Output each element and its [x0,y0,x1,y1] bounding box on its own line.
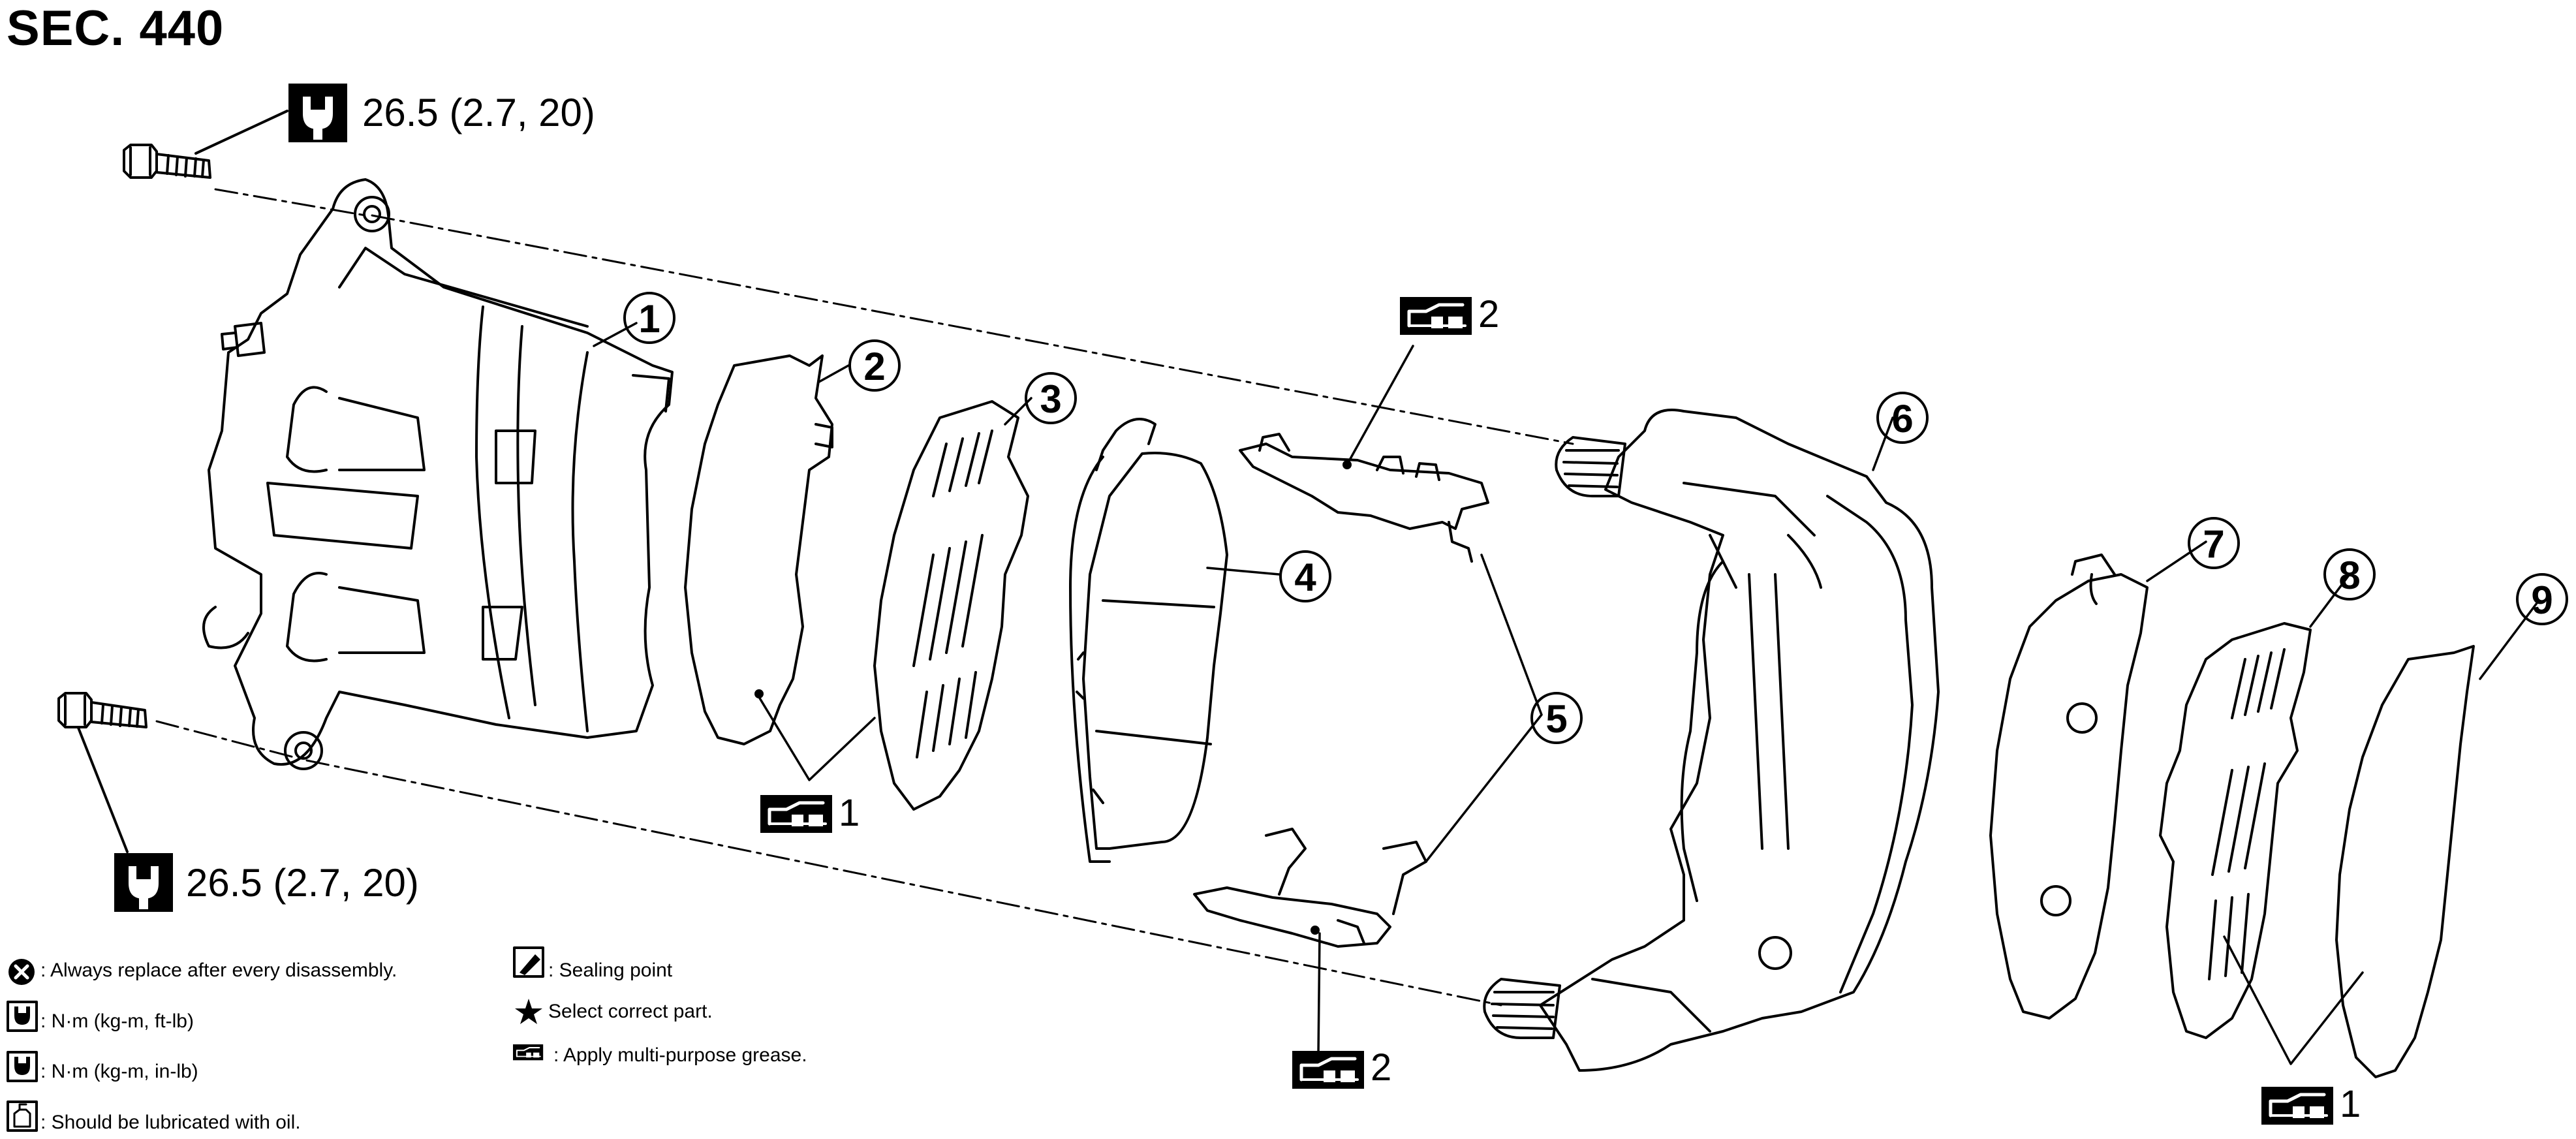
svg-text:7: 7 [2203,522,2224,566]
caliper-bolt-lower [57,692,147,728]
outer-shim-cover [873,400,1029,811]
svg-text:4: 4 [1294,555,1316,599]
oil-can-icon [7,1100,38,1132]
legend-nm-inlb-text: : N·m (kg-m, in-lb) [40,1061,198,1082]
inner-brake-pad [1069,418,1228,863]
grease-ref-number: 2 [1371,1046,1392,1089]
legend-nm-ftlb-text: : N·m (kg-m, ft-lb) [40,1010,194,1032]
callout-circle-7: 7 [2188,517,2240,569]
torque-wrench-icon [113,852,174,913]
legend-grease-text: : Apply multi-purpose grease. [553,1044,807,1066]
svg-text:3: 3 [1040,377,1061,421]
callout-circle-2: 2 [848,339,901,392]
grease-leader-lines [756,345,2364,1065]
grease-ref-number: 1 [2340,1083,2361,1125]
multi-purpose-grease-icon [1292,1051,1364,1089]
multi-purpose-grease-icon [2261,1087,2333,1125]
callout-leader-lines [593,322,2540,863]
callout-circle-8: 8 [2323,548,2376,601]
multi-purpose-grease-icon [512,1043,544,1061]
inner-shim [1989,554,2149,1020]
torque-leader-lower [77,726,129,853]
grease-ref-number: 1 [839,792,860,834]
legend-sealing-text: : Sealing point [548,960,673,981]
dashed-assembly-lines [155,188,1574,1006]
section-title: SEC. 440 [7,1,225,56]
inner-shim-cover [2159,622,2312,1039]
callout-circle-1: 1 [623,292,675,344]
svg-text:9: 9 [2531,578,2553,622]
torque-wrench-icon [7,1001,38,1032]
legend-replace-text: : Always replace after every disassembly… [40,960,397,981]
pad-retainer-upper [1239,433,1489,563]
replace-x-icon [8,959,35,985]
svg-text:5: 5 [1545,697,1567,741]
caliper-body [202,178,674,770]
torque-leader-upper [194,110,288,155]
caliper-bolt-upper [123,144,211,179]
grease-ref-number: 2 [1478,293,1500,335]
inner-shim-outer [2335,645,2475,1078]
multi-purpose-grease-icon [1400,297,1472,335]
svg-text:8: 8 [2338,554,2360,597]
svg-text:1: 1 [638,297,660,341]
svg-text:6: 6 [1891,397,1913,441]
torque-member-bracket [1483,409,1940,1072]
torque-spec-upper: 26.5 (2.7, 20) [362,91,595,134]
torque-wrench-icon [7,1051,38,1082]
torque-wrench-icon [287,82,349,144]
pad-retainer-lower [1193,828,1427,948]
callout-circle-4: 4 [1279,550,1331,602]
sealing-point-icon [513,946,544,978]
legend-oil-text: : Should be lubricated with oil. [40,1112,301,1133]
svg-text:2: 2 [863,345,885,388]
callout-circle-5: 5 [1530,692,1583,744]
callout-circle-6: 6 [1876,392,1929,444]
callout-circle-3: 3 [1025,372,1077,424]
callout-circle-9: 9 [2516,573,2568,625]
star-icon [515,999,542,1024]
torque-spec-lower: 26.5 (2.7, 20) [186,861,419,905]
legend-select-text: Select correct part. [548,1001,713,1022]
outer-shim [684,354,833,745]
multi-purpose-grease-icon [760,795,832,833]
